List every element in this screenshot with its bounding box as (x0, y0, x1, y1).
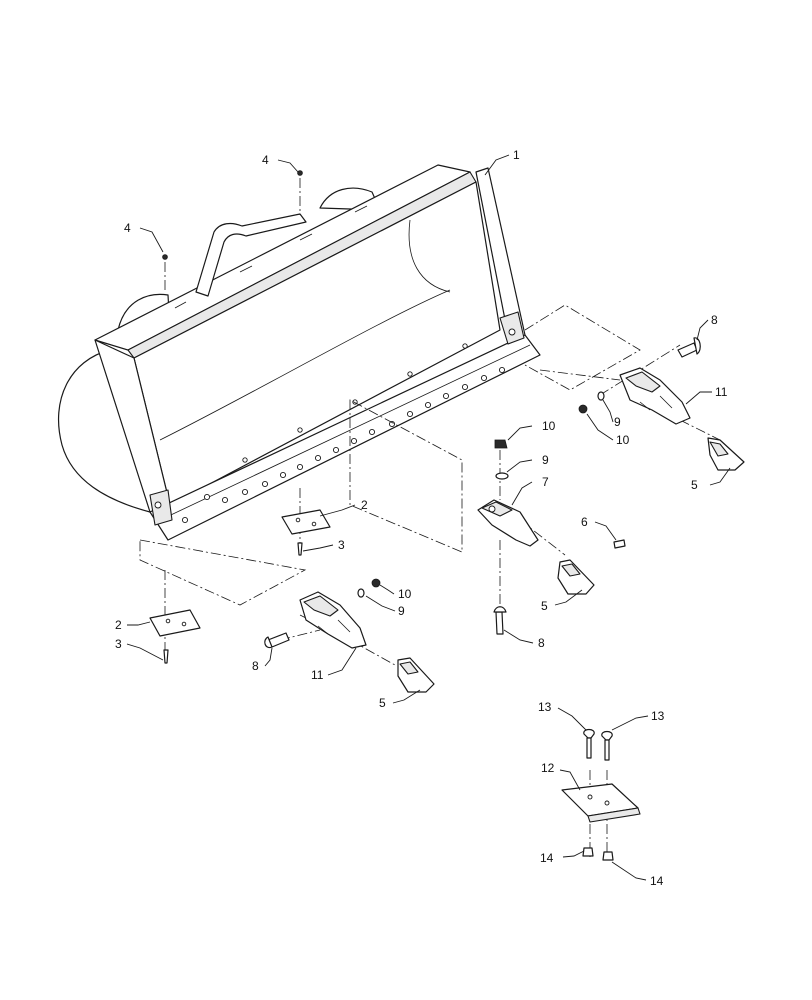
callout-7: 7 (542, 475, 549, 489)
callout-5-right: 5 (691, 478, 698, 492)
nut-14-right (602, 851, 614, 861)
bucket-assembly (58, 164, 541, 541)
adapter-11-left-details (317, 619, 351, 635)
callout-9-right: 9 (614, 415, 621, 429)
callout-9-left: 9 (398, 604, 405, 618)
bolt-8-left-head (264, 636, 273, 649)
plow-bolt-3-center (297, 542, 303, 556)
plow-bolt-3-left (163, 649, 169, 664)
carriage-bolt-13-right-head (601, 730, 613, 741)
washer-9-right (597, 391, 605, 401)
callout-13-left: 13 (538, 700, 552, 714)
bucket-rib-details (174, 205, 368, 309)
adapter-11-left-top (303, 595, 339, 617)
callout-5-center: 5 (541, 599, 548, 613)
nut-10-right (578, 404, 588, 414)
adapter-7-center-hole (488, 505, 496, 513)
bucket-grab-handle (195, 213, 307, 297)
cutting-edge-holes (181, 343, 506, 524)
carriage-bolt-13-right (604, 739, 610, 761)
callout-3-center: 3 (338, 538, 345, 552)
callout-leaders (126, 154, 731, 881)
bucket-floor-crease (159, 289, 451, 441)
washer-9-left (357, 588, 365, 598)
callout-10-center: 10 (542, 419, 556, 433)
adapter-11-right-top (625, 371, 661, 393)
tooth-5-right-face (709, 441, 729, 457)
nut-10-center (494, 439, 508, 449)
callout-14-left: 14 (540, 851, 554, 865)
nut-14-left (582, 847, 594, 857)
callout-5-left: 5 (379, 696, 386, 710)
left-end-bolt-hole (154, 501, 162, 509)
edge-plate-12-side (587, 807, 641, 823)
callout-8-right: 8 (711, 313, 718, 327)
bolt-8-right-head (693, 337, 701, 355)
callout-6: 6 (581, 515, 588, 529)
callout-3-left: 3 (115, 637, 122, 651)
carriage-bolt-13-left-head (583, 728, 595, 739)
callout-14-right: 14 (650, 874, 664, 888)
wear-plate-2-left (149, 609, 201, 637)
bucket-right-gusset (499, 311, 525, 345)
callout-4-top: 4 (262, 153, 269, 167)
callout-4-left: 4 (124, 221, 131, 235)
tooth-5-center (557, 559, 595, 595)
callout-1: 1 (513, 148, 520, 162)
bolt-8-center-head (493, 606, 507, 613)
bolt-8-center (495, 611, 504, 635)
adapter-11-right-details (639, 395, 673, 411)
nut-4-left (162, 254, 168, 260)
callout-11-right: 11 (715, 385, 728, 399)
nut-4-top (297, 170, 303, 176)
callout-12: 12 (541, 761, 555, 775)
callout-9-center: 9 (542, 453, 549, 467)
callout-labels: 1 4 4 2 2 3 3 8 11 9 10 10 9 7 6 5 5 8 1… (115, 148, 728, 888)
adapter-7-center-top (481, 501, 513, 517)
bucket-right-curve (408, 219, 451, 293)
bucket-left-gusset (149, 489, 173, 526)
nut-10-left (371, 578, 381, 588)
callout-13-right: 13 (651, 709, 665, 723)
tooth-5-left-face (399, 661, 419, 675)
callout-10-right: 10 (616, 433, 630, 447)
bucket-cutting-edge-line (155, 344, 531, 523)
callout-8-center: 8 (538, 636, 545, 650)
callout-8-left: 8 (252, 659, 259, 673)
right-end-bolt-hole (508, 328, 516, 336)
callout-2-left: 2 (115, 618, 122, 632)
washer-9-center (495, 472, 509, 480)
callout-10-left: 10 (398, 587, 412, 601)
pin-6 (613, 539, 626, 549)
bolt-8-right (677, 342, 698, 358)
wear-plate-2-center (281, 509, 331, 535)
carriage-bolt-13-left (586, 737, 592, 759)
callout-2-center: 2 (361, 498, 368, 512)
callout-11-left: 11 (311, 668, 324, 682)
tooth-5-center-face (561, 563, 581, 577)
